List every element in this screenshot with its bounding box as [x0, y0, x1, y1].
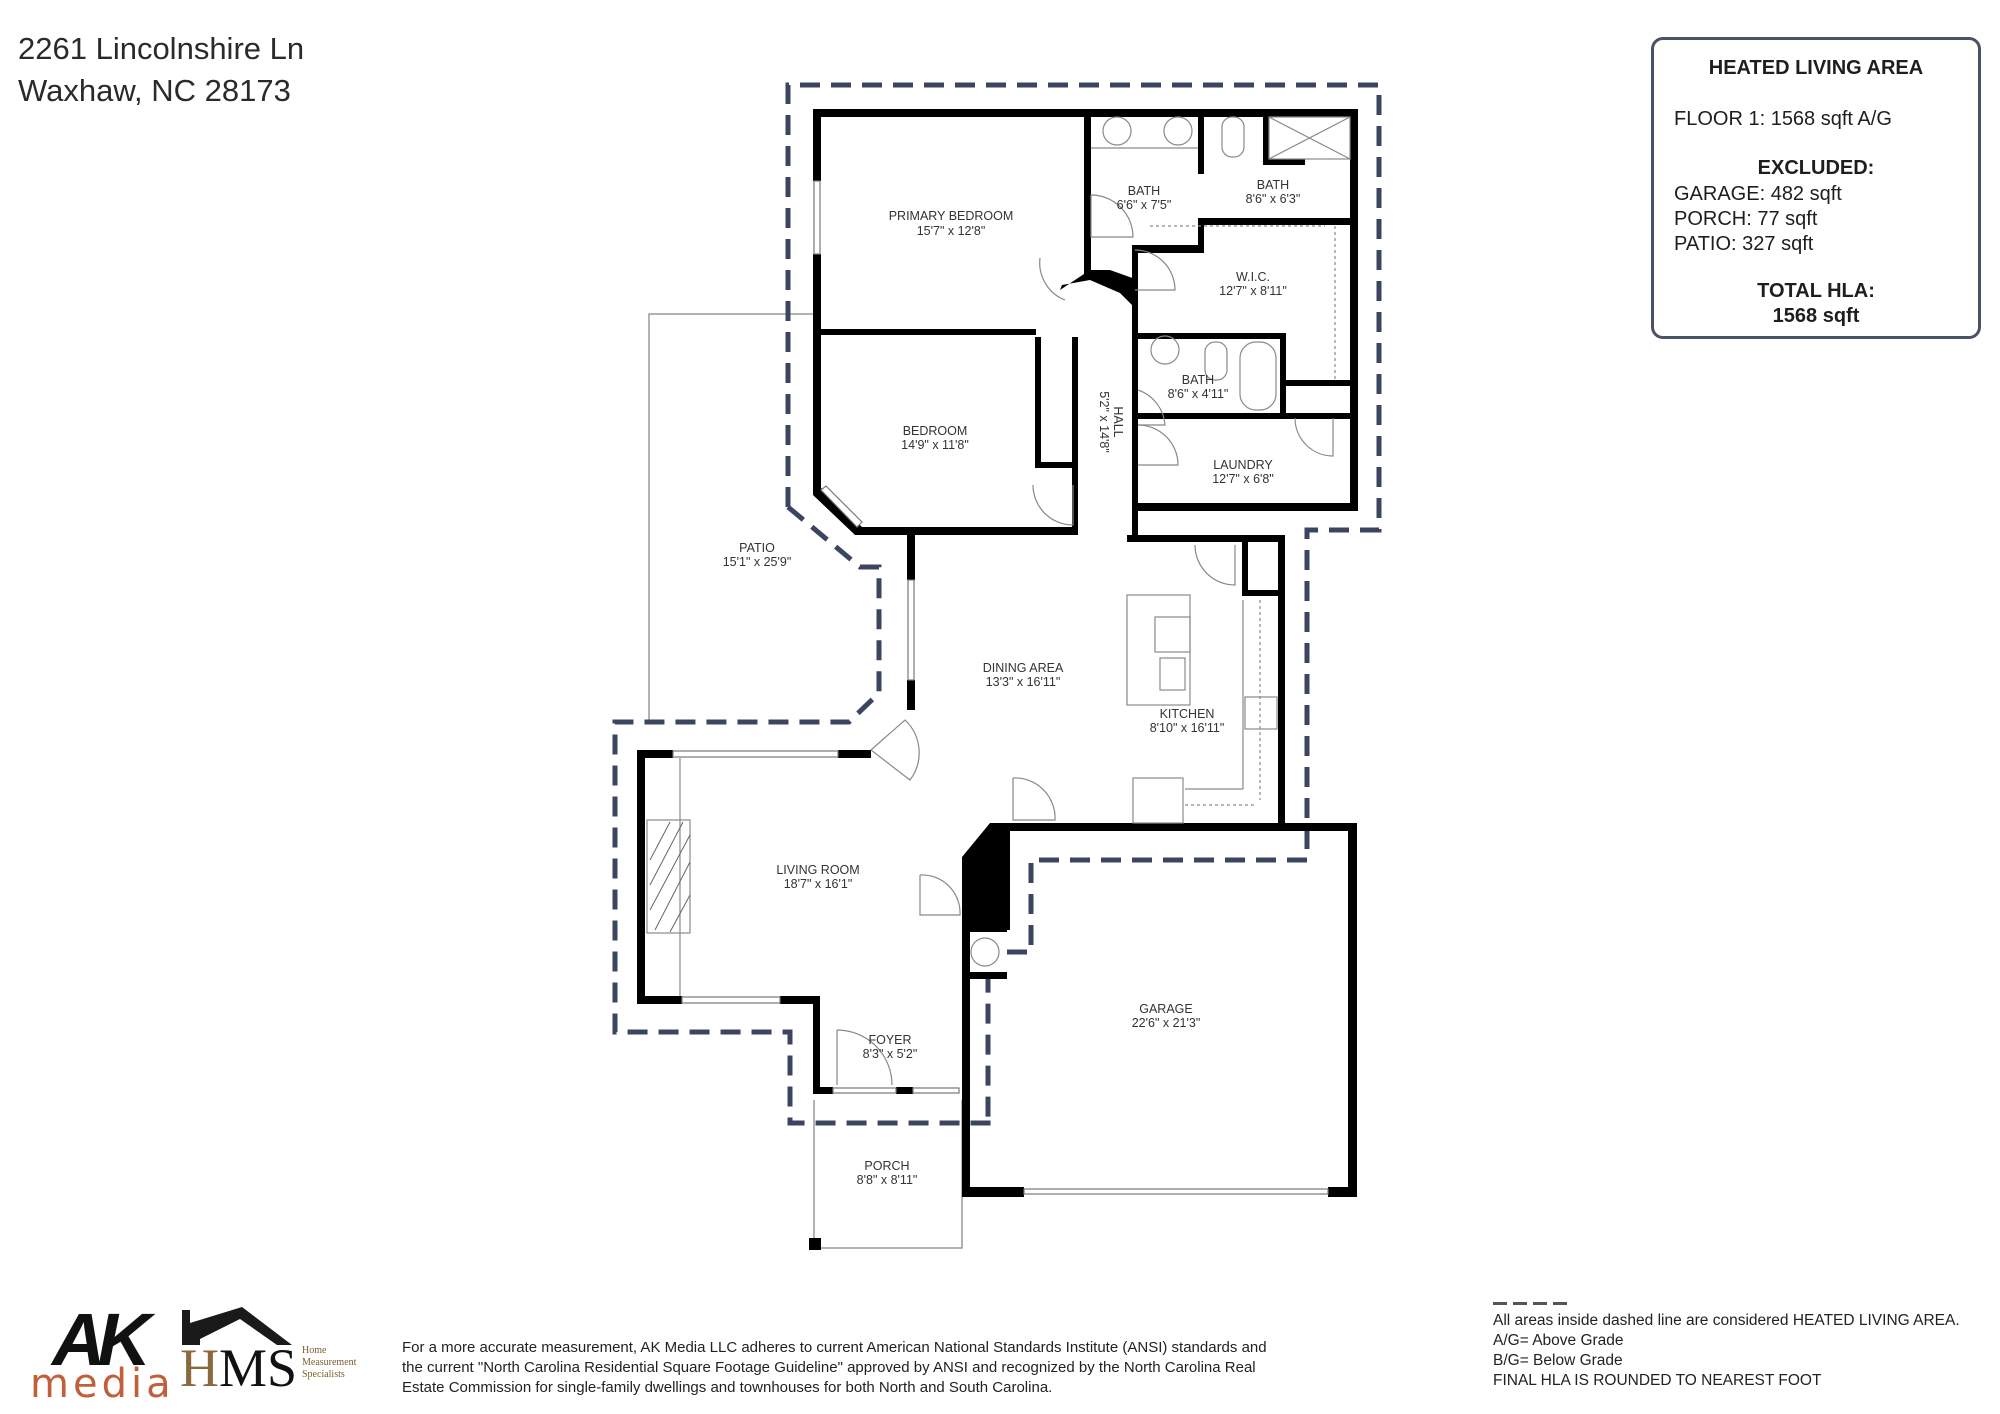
dims-bedroom: 14'9" x 11'8"	[901, 438, 969, 452]
label-dining: DINING AREA	[983, 661, 1064, 675]
door-swings	[836, 194, 1334, 1086]
legend-rounding-note: FINAL HLA IS ROUNDED TO NEAREST FOOT	[1493, 1372, 1822, 1389]
dims-hall: 5'2" x 14'8"	[1097, 391, 1111, 453]
dims-bath-1: 6'6" x 7'5"	[1117, 198, 1172, 212]
total-hla-heading: TOTAL HLA:	[1757, 280, 1875, 302]
property-address: 2261 Lincolnshire Ln Waxhaw, NC 28173	[18, 28, 304, 112]
measurement-disclaimer: For a more accurate measurement, AK Medi…	[402, 1339, 1267, 1396]
legend-above-grade: A/G= Above Grade	[1493, 1332, 1624, 1349]
dashed-line-legend-swatch	[1493, 1302, 1567, 1305]
label-bath-2: BATH	[1257, 178, 1289, 192]
legend-below-grade: B/G= Below Grade	[1493, 1352, 1623, 1369]
dims-wic: 12'7" x 8'11"	[1219, 284, 1287, 298]
house-roof-icon	[182, 1307, 292, 1345]
label-kitchen: KITCHEN	[1160, 707, 1215, 721]
label-foyer: FOYER	[868, 1033, 911, 1047]
hms-logo-mark: HMS	[180, 1338, 298, 1398]
label-bath-1: BATH	[1128, 184, 1160, 198]
label-bath-3: BATH	[1182, 373, 1214, 387]
label-bedroom: BEDROOM	[903, 424, 968, 438]
dims-foyer: 8'3" x 5'2"	[863, 1047, 918, 1061]
dims-dining: 13'3" x 16'11"	[986, 675, 1061, 689]
plan-legend: All areas inside dashed line are conside…	[1493, 1302, 1960, 1391]
ak-logo-mark: AK	[52, 1298, 151, 1381]
label-living-room: LIVING ROOM	[776, 863, 859, 877]
excluded-garage: GARAGE: 482 sqft	[1674, 183, 1842, 205]
hms-logo: HMS Home Measurement Specialists	[180, 1305, 380, 1400]
windows	[672, 180, 1329, 1195]
dims-living-room: 18'7" x 16'1"	[784, 877, 853, 891]
label-hall: HALL	[1111, 406, 1125, 437]
dims-kitchen: 8'10" x 16'11"	[1150, 721, 1225, 735]
heated-area-dashed-outline	[612, 82, 1382, 1126]
dims-laundry: 12'7" x 6'8"	[1212, 472, 1274, 486]
patio-outline	[648, 313, 813, 722]
dims-porch: 8'8" x 8'11"	[857, 1173, 918, 1187]
dims-patio: 15'1" x 25'9"	[723, 555, 792, 569]
fixtures	[646, 116, 1351, 996]
ak-media-logo: AK media	[30, 1298, 171, 1407]
dims-garage: 22'6" x 21'3"	[1132, 1016, 1201, 1030]
walls	[637, 109, 1358, 1197]
label-garage: GARAGE	[1139, 1002, 1193, 1016]
hall-label-group: HALL 5'2" x 14'8"	[1097, 391, 1125, 453]
total-hla-value: 1568 sqft	[1772, 305, 1860, 327]
label-porch: PORCH	[864, 1159, 909, 1173]
floor-1-area: FLOOR 1: 1568 sqft A/G	[1674, 108, 1892, 130]
excluded-porch: PORCH: 77 sqft	[1674, 208, 1818, 230]
summary-title: HEATED LIVING AREA	[1708, 57, 1924, 79]
excluded-heading: EXCLUDED:	[1757, 157, 1875, 179]
excluded-list: GARAGE: 482 sqft PORCH: 77 sqft PATIO: 3…	[1674, 182, 1842, 257]
legend-heated-area-note: All areas inside dashed line are conside…	[1493, 1312, 1960, 1329]
label-primary-bedroom: PRIMARY BEDROOM	[889, 209, 1014, 223]
address-street: 2261 Lincolnshire Ln	[18, 31, 305, 66]
address-city-state-zip: Waxhaw, NC 28173	[18, 73, 291, 108]
porch-post	[809, 1238, 821, 1250]
heated-living-area-summary: HEATED LIVING AREA FLOOR 1: 1568 sqft A/…	[1651, 37, 1981, 339]
hms-logo-subtitle: Home Measurement Specialists	[302, 1345, 357, 1380]
label-patio: PATIO	[739, 541, 775, 555]
label-laundry: LAUNDRY	[1213, 458, 1273, 472]
ak-logo-wordmark: media	[30, 1361, 175, 1407]
label-wic: W.I.C.	[1236, 270, 1270, 284]
dims-bath-2: 8'6" x 6'3"	[1246, 192, 1301, 206]
dims-primary-bedroom: 15'7" x 12'8"	[917, 224, 986, 238]
excluded-patio: PATIO: 327 sqft	[1674, 233, 1814, 255]
room-labels: PRIMARY BEDROOM 15'7" x 12'8" BATH 6'6" …	[723, 178, 1301, 1187]
fireplace-hatch	[649, 821, 691, 933]
dims-bath-3: 8'6" x 4'11"	[1168, 387, 1229, 401]
